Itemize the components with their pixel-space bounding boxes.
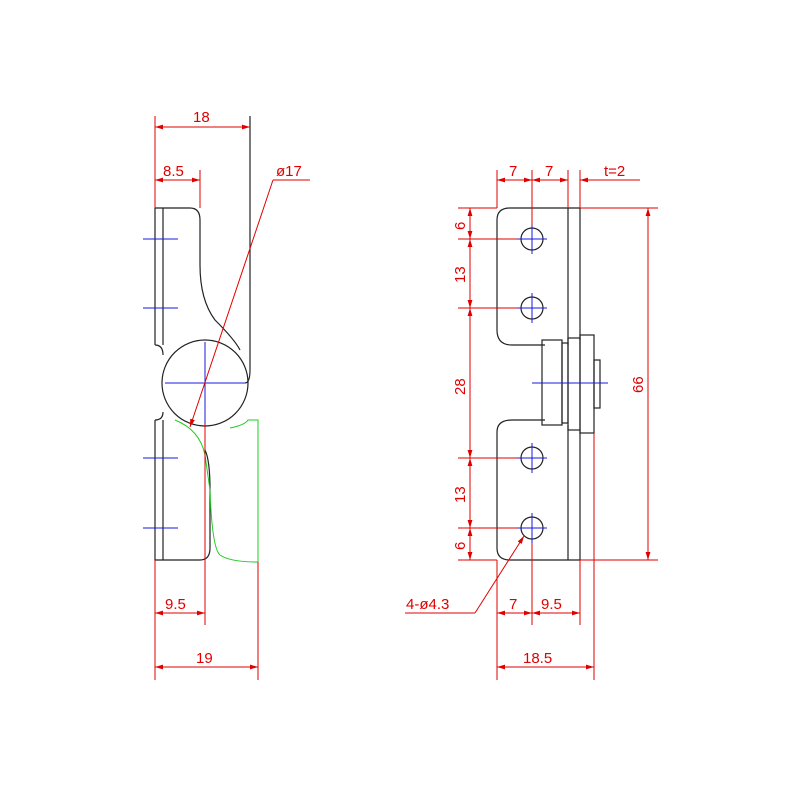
dim-v2: 13 (452, 266, 469, 283)
dim-bot-total: 18.5 (523, 650, 552, 667)
front-view-centerlines (517, 224, 608, 543)
side-view-dimensions: 18 8.5 ø17 9.5 19 (154, 109, 310, 680)
dim-holes: 4-ø4.3 (406, 596, 449, 613)
dim-thickness: t=2 (604, 163, 625, 180)
dim-bot-seg2: 9.5 (541, 596, 562, 613)
dim-total-height: 66 (630, 376, 647, 393)
dim-mid-seg: 7 (545, 163, 553, 180)
hidden-part-outline (174, 419, 259, 563)
side-view-outline (154, 207, 241, 561)
dim-bot-seg1: 7 (509, 596, 517, 613)
dim-v5: 6 (452, 542, 469, 550)
dim-bottom-width: 19 (196, 650, 213, 667)
dim-v4: 13 (452, 486, 469, 503)
front-view-plate (567, 207, 581, 561)
front-view-lower-leaf (496, 419, 568, 561)
front-view: 7 7 t=2 6 13 28 13 6 66 (405, 163, 658, 680)
dim-bottom-offset: 9.5 (165, 596, 186, 613)
dim-v1: 6 (452, 222, 469, 230)
dim-top-width: 18 (193, 109, 210, 126)
dim-diameter: ø17 (276, 163, 302, 180)
dim-left-seg: 7 (509, 163, 517, 180)
front-view-knuckle (541, 334, 601, 434)
dim-offset: 8.5 (163, 163, 184, 180)
side-view: 18 8.5 ø17 9.5 19 (143, 109, 310, 680)
side-view-centerlines (143, 238, 246, 529)
front-view-upper-leaf (496, 207, 568, 346)
dim-v3: 28 (452, 378, 469, 395)
front-view-dimensions: 7 7 t=2 6 13 28 13 6 66 (405, 163, 658, 680)
